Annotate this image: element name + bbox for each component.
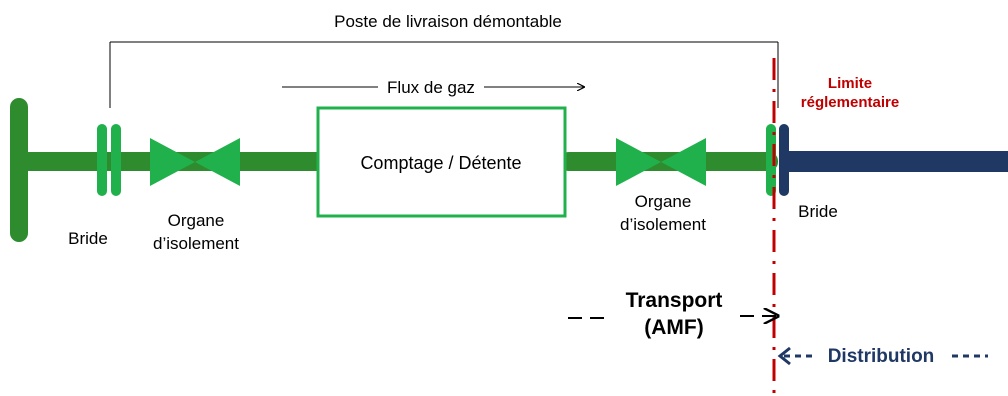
right-valve-label-line1: Organe [635,192,692,211]
left-isolation-valve [150,138,240,186]
metering-regulation-label: Comptage / Détente [360,153,521,173]
left-flange [97,124,121,196]
right-isolation-valve [616,138,706,186]
right-flange-label: Bride [798,202,838,221]
limit-label-line2: réglementaire [801,94,899,111]
diagram-title: Poste de livraison démontable [334,12,562,31]
left-valve-label-line1: Organe [168,211,225,230]
left-valve-label-line2: d’isolement [153,234,239,253]
left-flange-label: Bride [68,229,108,248]
transport-label-line2: (AMF) [644,316,703,339]
pipe-end-cap [10,98,28,242]
distribution-label: Distribution [828,346,935,367]
title-bracket [109,41,779,108]
distribution-pipe [780,151,1008,172]
transport-label-line1: Transport [626,289,723,312]
transport-dashed-arrow [568,316,778,318]
right-valve-label-line2: d’isolement [620,215,706,234]
gas-flow-label: Flux de gaz [387,78,475,97]
metering-regulation-box [316,106,567,218]
limit-label-line1: Limite [828,75,872,92]
distribution-dashed-arrow [777,346,988,366]
